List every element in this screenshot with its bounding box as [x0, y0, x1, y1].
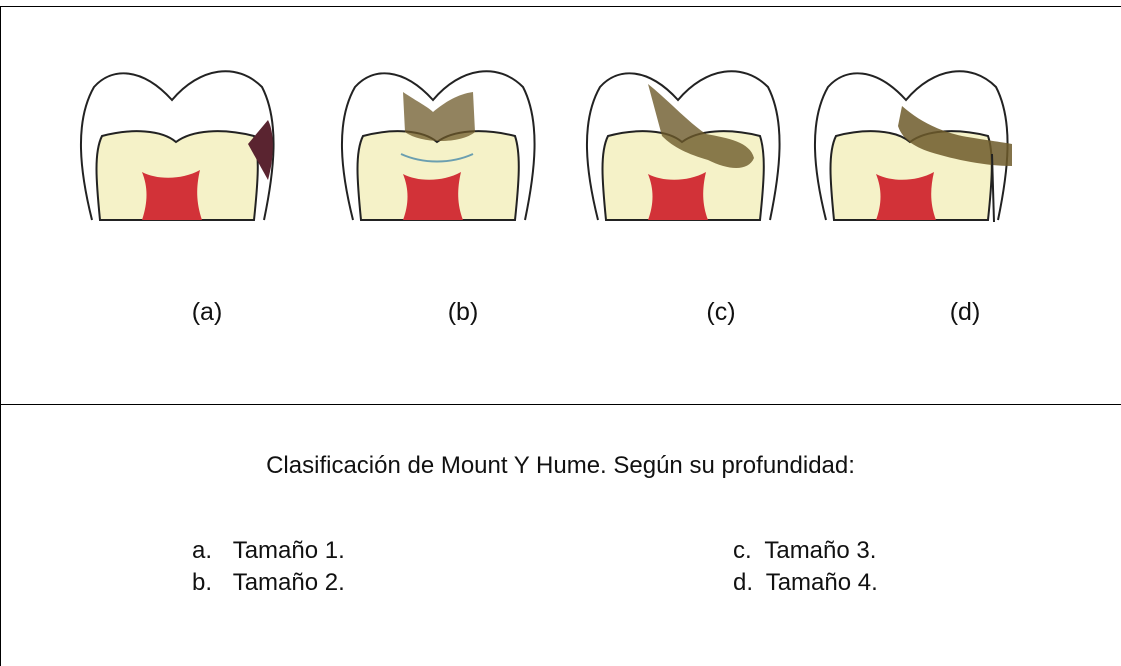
- list-marker: b.: [192, 569, 212, 596]
- tooth-illustration-b: [333, 62, 543, 232]
- list-text: Tamaño 4.: [766, 569, 878, 596]
- list-marker: c.: [733, 537, 752, 564]
- panel-label-a: (a): [167, 298, 247, 327]
- list-item-d: d. Tamaño 4.: [733, 569, 878, 597]
- list-item-a: a. Tamaño 1.: [192, 537, 345, 565]
- list-marker: a.: [192, 537, 212, 564]
- list-item-b: b. Tamaño 2.: [192, 569, 345, 597]
- classification-caption: Clasificación de Mount Y Hume. Según su …: [0, 452, 1121, 480]
- list-text: Tamaño 1.: [233, 537, 345, 564]
- list-item-c: c. Tamaño 3.: [733, 537, 876, 565]
- panel-label-b: (b): [423, 298, 503, 327]
- list-text: Tamaño 2.: [233, 569, 345, 596]
- section-divider: [0, 404, 1121, 405]
- panel-label-d: (d): [925, 298, 1005, 327]
- tooth-illustration-c: [578, 62, 788, 232]
- tooth-illustration-a: [72, 62, 282, 232]
- list-text: Tamaño 3.: [764, 537, 876, 564]
- list-marker: d.: [733, 569, 753, 596]
- panel-label-c: (c): [681, 298, 761, 327]
- tooth-illustration-d: [806, 62, 1016, 232]
